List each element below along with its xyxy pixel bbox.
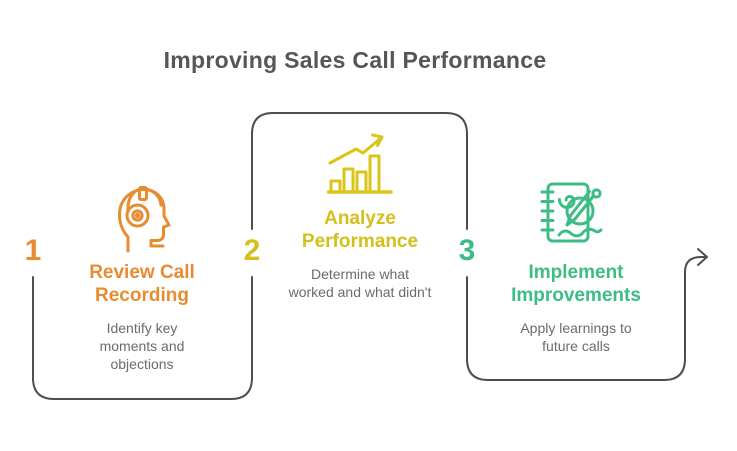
exit-arrowhead-icon	[697, 248, 708, 266]
growth-bar-chart-icon	[326, 127, 393, 200]
step1-heading: Review Call Recording	[89, 262, 195, 306]
step2-heading: Analyze Performance	[301, 208, 419, 252]
step2-description: Determine what worked and what didn't	[288, 266, 432, 300]
page-title: Improving Sales Call Performance	[163, 47, 547, 73]
step2-number: 2	[243, 234, 261, 267]
notebook-pen-icon	[539, 179, 607, 256]
step3-description: Apply learnings to future calls	[520, 320, 632, 354]
headset-person-icon	[116, 185, 172, 258]
card3-outline-path	[466, 256, 707, 381]
card1-outline-path	[32, 276, 253, 400]
step1-description: Identify key moments and objections	[99, 320, 185, 372]
step3-heading: Implement Improvements	[511, 262, 641, 306]
card2-outline-path	[251, 112, 468, 230]
step1-number: 1	[24, 234, 42, 267]
step3-number: 3	[458, 234, 476, 267]
